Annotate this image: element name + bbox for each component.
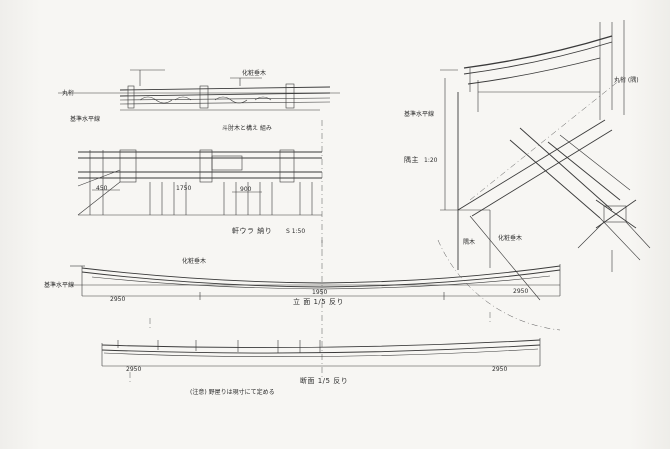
elevation-curve xyxy=(70,264,561,330)
dim-plan-b: 1750 xyxy=(176,185,192,192)
dim-left: 2950 xyxy=(110,296,126,303)
dim-sec-left: 2950 xyxy=(126,366,142,373)
detail-note-b: 化粧垂木 xyxy=(498,235,523,242)
dim-mid: 1950 xyxy=(312,289,328,296)
detail-note-c: 丸桁 (隅) xyxy=(614,77,639,84)
plan-caption: 軒ウラ 納り xyxy=(232,227,273,235)
dim-plan-a: 450 xyxy=(96,185,108,192)
detail-note-a: 隅木 xyxy=(463,239,476,246)
plan-scale: S 1:50 xyxy=(286,228,306,235)
detail-scale: 1:20 xyxy=(424,157,438,164)
left-note: 丸桁 xyxy=(62,90,75,97)
top-note: 斗肘木と構え 組み xyxy=(222,125,272,132)
dim-sec-right: 2950 xyxy=(492,366,508,373)
eave-profile-elevation xyxy=(58,69,340,111)
ground-note-right: 基準水平線 xyxy=(404,111,435,118)
ground-note-top: 基準水平線 xyxy=(70,116,101,123)
elev-mid-note: 化粧垂木 xyxy=(182,258,207,265)
dim-right: 2950 xyxy=(513,288,529,295)
elevation-caption: 立 面 1/5 反り xyxy=(293,298,344,306)
dim-plan-c: 900 xyxy=(240,186,252,193)
section-curve xyxy=(101,338,541,382)
soffit-plan xyxy=(77,149,322,216)
roof-corner-section xyxy=(437,20,651,331)
section-caption: 断面 1/5 反り xyxy=(300,377,349,385)
detail-caption: 隅主 xyxy=(404,156,419,164)
mid-note: 化粧垂木 xyxy=(242,70,267,77)
ground-note-elev: 基準水平線 xyxy=(44,282,75,289)
footnote: (注意) 野屋りは現寸にて定める xyxy=(190,389,275,396)
